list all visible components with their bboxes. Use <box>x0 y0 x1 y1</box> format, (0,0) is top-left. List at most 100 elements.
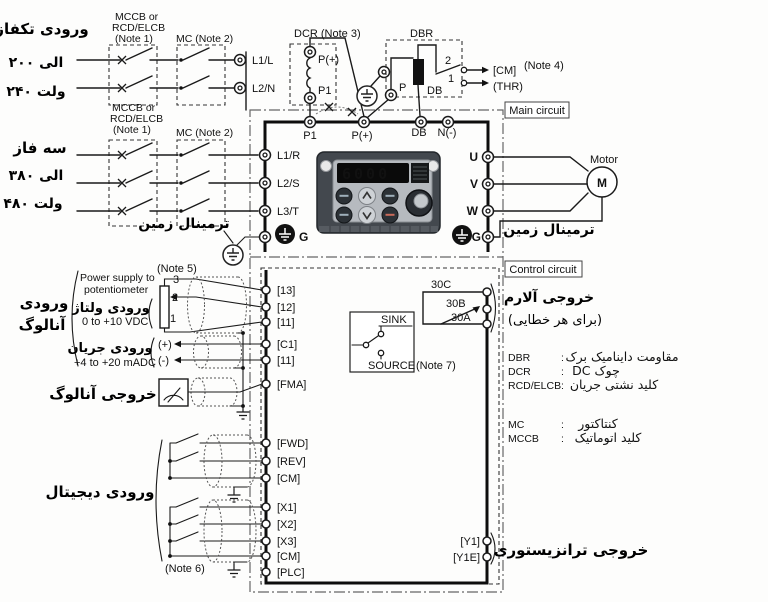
main-circuit-label-box <box>504 101 570 119</box>
thermal-switch-blade <box>435 64 461 75</box>
sink-label: SINK <box>381 314 407 326</box>
digital-brace <box>155 439 163 562</box>
terminal-L3T <box>258 204 272 218</box>
terminal-Pplus-label: P(+) <box>351 130 372 142</box>
terminal-PLC-label: [PLC] <box>277 567 305 579</box>
terminal-L2S-label: L2/S <box>277 178 300 190</box>
dbr-contact2-label: 2 <box>445 55 451 67</box>
dial-knob-center <box>413 193 429 209</box>
current-input-fa: ورودی جریان <box>67 341 152 356</box>
analog-output-label: خروجی آنالوگ <box>49 385 156 403</box>
analog-input-section: (Note 5) Power supply to potentiometer و… <box>19 263 263 420</box>
terminal-L1L-label: L1/L <box>252 55 273 67</box>
terminal-L1L <box>233 53 247 67</box>
dbr-contact1-label: 1 <box>448 73 454 85</box>
analog-input-title1: ورودی <box>20 294 69 312</box>
earth-icon-center <box>356 85 378 107</box>
resistor-icon <box>413 59 424 85</box>
vfd-vent <box>411 163 429 183</box>
breaker-box-1 <box>108 44 158 106</box>
dcr-title: DCR (Note 3) <box>294 28 361 40</box>
pot-1: 1 <box>170 313 176 325</box>
digital-input-label: ورودی دیجیتال <box>46 483 155 501</box>
sink-source-box <box>349 311 415 373</box>
relay-bracket <box>490 283 497 333</box>
breaker1-line2: RCD/ELCB <box>112 22 165 34</box>
up-arrow-button <box>358 187 376 205</box>
analog-terminals: [13] [12] [11] [C1] [11] [FMA] <box>261 285 306 391</box>
alarm-output-sub: (برای هر خطایی) <box>508 313 602 328</box>
psu-line2: potentiometer <box>84 284 149 296</box>
single-phase-range2: ۲۴۰ ولت <box>6 84 65 100</box>
motor-label: Motor <box>590 154 618 166</box>
legend-abbr-dbr: DBR <box>508 352 531 364</box>
ground-terminal-left-label: ترمینال زمین <box>138 216 229 232</box>
legend-sep: : <box>561 352 564 364</box>
three-phase-range2: ۴۸۰ ولت <box>3 196 62 212</box>
three-phase-input: سه فاز ۳۸۰ الی ۴۸۰ ولت MCCB or RCD/ELCB … <box>3 102 259 227</box>
dbr-note4-label: (Note 4) <box>524 60 564 72</box>
terminal-G-left <box>258 230 272 244</box>
motor-icon <box>586 166 618 198</box>
main-circuit-label: Main circuit <box>509 105 565 117</box>
terminal-L2S <box>258 176 272 190</box>
analog-input-title2: آنالوگ <box>19 316 67 334</box>
relay-30B-label: 30B <box>446 298 466 310</box>
terminal-X1-label: [X1] <box>277 502 297 514</box>
terminal-L2N <box>233 81 247 95</box>
pot-3: 3 <box>173 274 179 286</box>
arrow-icon <box>174 356 181 364</box>
legend-fa-mccb: کلید اتوماتیک <box>575 430 642 446</box>
terminal-DB <box>414 115 428 129</box>
legend-sep: : <box>561 433 564 445</box>
digital-input-section: ورودی دیجیتال (Note 6) [FWD] [REV] [CM] … <box>46 433 308 579</box>
ground-terminal-left: ترمینال زمین <box>138 216 261 266</box>
note7-label: (Note 7) <box>416 360 456 372</box>
relay-30C-label: 30C <box>431 279 451 291</box>
terminal-Y1-label: [Y1] <box>460 536 480 548</box>
contactor-box-1 <box>176 44 226 106</box>
inductor-icon <box>306 57 312 93</box>
meter-icon <box>158 378 189 407</box>
earth-icon-left <box>222 244 244 266</box>
alarm-output-label: خروجی آلارم <box>504 288 594 306</box>
arrow-icon <box>482 66 489 74</box>
terminal-CM2-label: [CM] <box>277 551 300 563</box>
note5-label: (Note 5) <box>157 263 197 275</box>
breaker2-note: (Note 1) <box>113 124 151 136</box>
source-label: SOURCE <box>368 360 415 372</box>
terminal-13-label: [13] <box>277 285 295 297</box>
terminal-W <box>481 204 495 218</box>
down-arrow-button <box>358 206 376 224</box>
dcr-p1-label: P1 <box>318 85 331 97</box>
breaker2-line2: RCD/ELCB <box>110 113 163 125</box>
terminal-L1R-label: L1/R <box>277 150 300 162</box>
legend-abbr-mc: MC <box>508 419 525 431</box>
up-arrow-icon <box>362 191 372 199</box>
legend-fa-rcd: کلید نشتی جریان <box>570 377 658 393</box>
ground-icon-right <box>451 224 473 246</box>
psu-line1: Power supply to <box>80 272 155 284</box>
motor-section: Motor M ترمینال زمین <box>492 154 618 238</box>
voltage-range: 0 to +10 VDC <box>82 316 148 328</box>
dbr-thr-label: (THR) <box>493 81 523 93</box>
dcr-section: DCR (Note 3) P(+) P1 <box>289 28 365 118</box>
current-range: +4 to +20 mADC <box>74 357 156 369</box>
shield-drain <box>229 332 244 407</box>
terminal-11b-label: [11] <box>277 355 295 367</box>
vfd-display <box>337 163 409 183</box>
phase-wires <box>76 142 259 216</box>
screw-icon <box>320 160 332 172</box>
wiper-arrow-icon <box>170 293 177 301</box>
main-circuit-border <box>249 109 504 593</box>
minus-label: (-) <box>158 355 169 367</box>
single-phase-input: ورودی تکفاز ۲۰۰ الی ۲۴۰ ولت MCCB or RCD/… <box>0 11 275 111</box>
legend-abbr-rcd: RCD/ELCB <box>508 380 561 392</box>
alarm-relay-section: 30C 30B 30A خروجی آلارم (برای هر خطایی) <box>422 279 602 333</box>
legend: DBR : مقاومت داینامیک برک DCR : چوک DC R… <box>508 349 679 446</box>
terminal-G-right <box>481 230 495 244</box>
terminal-Y1E-label: [Y1E] <box>453 552 480 564</box>
legend-fa-dbr: مقاومت داینامیک برک <box>565 349 678 365</box>
contactor2-label: MC (Note 2) <box>176 127 233 139</box>
